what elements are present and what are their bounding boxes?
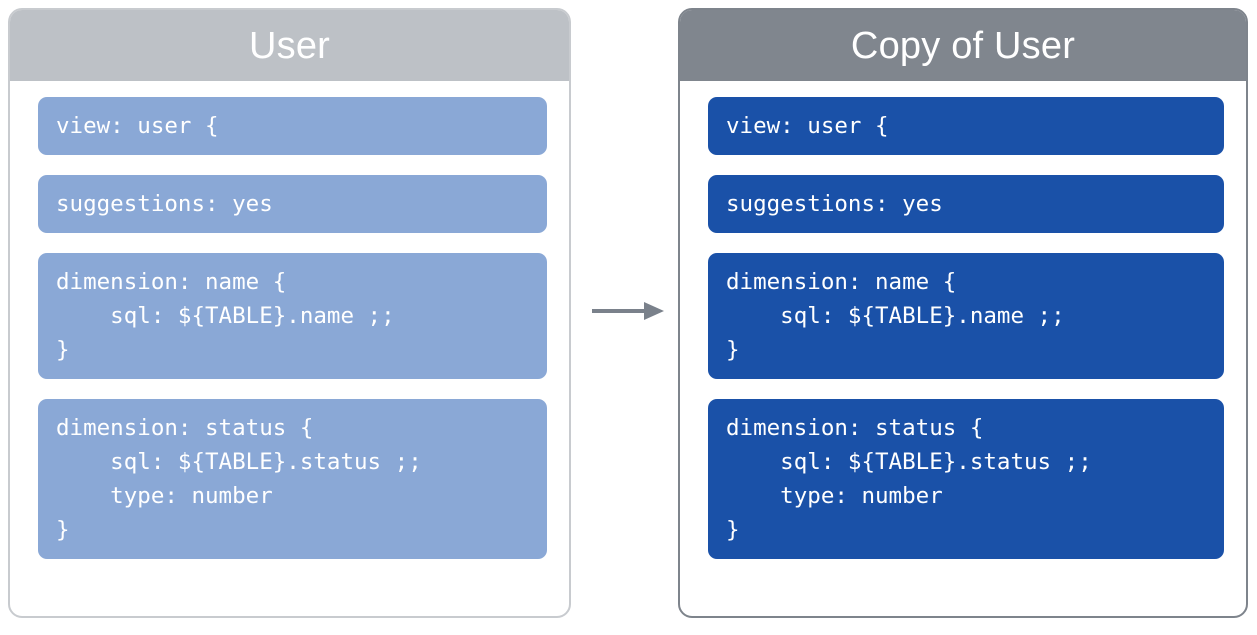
source-code-block-view: view: user { xyxy=(38,97,547,155)
target-card-title: Copy of User xyxy=(850,24,1076,67)
target-code-block-dimension-name: dimension: name { sql: ${TABLE}.name ;; … xyxy=(708,253,1224,379)
source-code-block-dimension-name: dimension: name { sql: ${TABLE}.name ;; … xyxy=(38,253,547,379)
source-code-block-suggestions: suggestions: yes xyxy=(38,175,547,233)
target-code-block-view: view: user { xyxy=(708,97,1224,155)
source-card-header: User xyxy=(10,10,569,81)
target-card-header: Copy of User xyxy=(680,10,1246,81)
target-code-block-suggestions: suggestions: yes xyxy=(708,175,1224,233)
target-code-block-dimension-status: dimension: status { sql: ${TABLE}.status… xyxy=(708,399,1224,559)
source-code-block-dimension-status: dimension: status { sql: ${TABLE}.status… xyxy=(38,399,547,559)
source-card: User view: user { suggestions: yes dimen… xyxy=(8,8,571,618)
source-card-title: User xyxy=(248,24,331,67)
target-card-body: view: user { suggestions: yes dimension:… xyxy=(680,81,1246,616)
source-card-body: view: user { suggestions: yes dimension:… xyxy=(10,81,569,616)
target-card: Copy of User view: user { suggestions: y… xyxy=(678,8,1248,618)
arrow-right-icon xyxy=(592,300,664,322)
